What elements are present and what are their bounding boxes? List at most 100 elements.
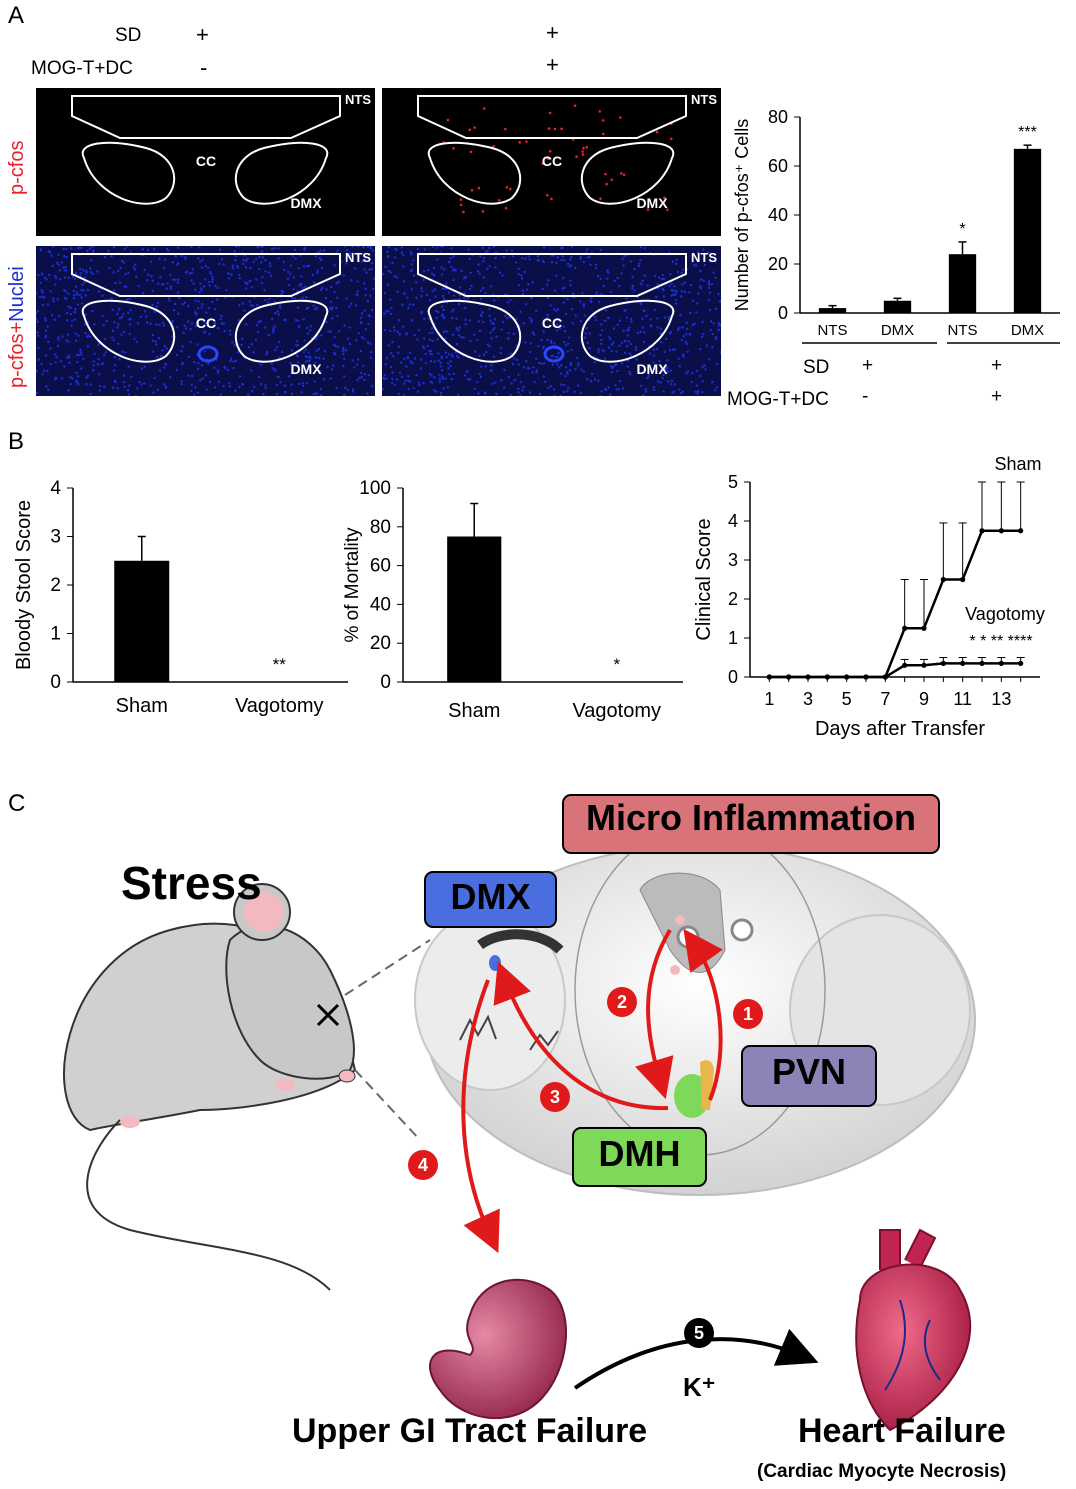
- chart-a-g1-sd: +: [862, 355, 874, 376]
- cc-label: CC: [196, 153, 216, 169]
- category-label: Vagotomy: [235, 695, 324, 717]
- bar-0: [447, 536, 502, 682]
- y-tick-label: 2: [728, 589, 738, 609]
- chart-a-g2-mog: +: [991, 386, 1003, 407]
- micro-inflammation-label: Micro Inflammation: [585, 797, 917, 838]
- y-axis-title: Number of p-cfos⁺ Cells: [732, 119, 752, 312]
- dmx-label: DMX: [450, 876, 531, 917]
- step-circles: [408, 987, 763, 1348]
- sd-row-label: SD: [115, 25, 142, 46]
- dmx-box: [424, 871, 557, 928]
- mog-row-label: MOG-T+DC: [31, 58, 133, 79]
- y-tick-label: 1: [728, 628, 738, 648]
- y-tick-label: 2: [50, 575, 61, 596]
- significance-mark: **: [273, 655, 287, 674]
- dmx-right-outline: [234, 141, 329, 205]
- step-number-5: 5: [694, 1323, 704, 1343]
- y-tick-label: 4: [728, 511, 738, 531]
- pcfos-dots: [442, 104, 673, 214]
- significance-mark: ***: [1018, 124, 1037, 141]
- nts-region-outline: [417, 253, 687, 297]
- step-number-2: 2: [617, 992, 627, 1012]
- nuclei-dots: [36, 246, 375, 396]
- nuclei-dots: [382, 246, 721, 396]
- y-tick-label: 1: [50, 624, 61, 645]
- data-point: [766, 674, 772, 680]
- y-tick-label: 80: [370, 517, 391, 538]
- data-point: [921, 662, 927, 668]
- data-point: [979, 660, 985, 666]
- col2-mog-sign: +: [546, 52, 559, 77]
- y-tick-label: 40: [370, 594, 391, 615]
- category-label: DMX: [881, 322, 914, 339]
- x-tick-label: 11: [953, 689, 972, 709]
- data-point: [902, 662, 908, 668]
- y-axis-title: Clinical Score: [693, 518, 715, 640]
- y-tick-label: 60: [370, 556, 391, 577]
- cc-label: CC: [542, 153, 562, 169]
- data-point: [998, 660, 1004, 666]
- arrow-1: [683, 928, 723, 1101]
- mouse-illustration: [63, 883, 357, 1291]
- y-tick-label: 0: [50, 672, 61, 693]
- y-tick-label: 20: [768, 254, 788, 274]
- x-tick-label: 5: [842, 689, 852, 709]
- y-tick-label: 100: [359, 478, 391, 499]
- micro-inflammation-box: [562, 794, 940, 854]
- row2-label: p-cfos+Nuclei: [6, 266, 29, 388]
- x-tick-label: 13: [991, 689, 1011, 709]
- chart-a-sd-label: SD: [803, 357, 830, 378]
- category-label: DMX: [1011, 322, 1044, 339]
- arrow-3: [493, 961, 669, 1111]
- data-point: [979, 528, 985, 534]
- dmx-label: DMX: [290, 361, 322, 377]
- data-point: [902, 625, 908, 631]
- step-number-4: 4: [418, 1155, 428, 1175]
- dmx-label: DMX: [636, 195, 668, 211]
- data-point: [940, 576, 946, 583]
- dmx-left-outline: [81, 141, 176, 205]
- central-canal-ring: [197, 345, 219, 363]
- data-point: [1018, 528, 1024, 534]
- y-tick-label: 3: [50, 527, 61, 548]
- bar-3: [1013, 148, 1042, 313]
- bar-0: [818, 308, 847, 313]
- dmx-left-outline: [427, 141, 522, 205]
- row2-label-red: p-cfos+: [6, 321, 28, 388]
- data-point: [921, 625, 927, 631]
- y-tick-label: 0: [778, 303, 788, 323]
- stress-label: Stress: [121, 857, 262, 909]
- category-label: Sham: [116, 695, 168, 717]
- col2-sd-sign: +: [546, 20, 559, 45]
- nts-region-outline: [71, 95, 341, 139]
- x-tick-label: 1: [764, 689, 774, 709]
- dmx-left-outline: [81, 299, 176, 363]
- potassium-label: K⁺: [683, 1372, 716, 1402]
- zoom-line-top: [344, 939, 431, 996]
- data-point: [960, 576, 966, 583]
- data-point: [882, 674, 888, 680]
- data-point: [998, 528, 1004, 534]
- central-canal-ring: [543, 345, 565, 363]
- nts-label: NTS: [691, 250, 717, 265]
- category-label: NTS: [818, 322, 848, 339]
- bar-0: [114, 560, 170, 682]
- panel-letter-c: C: [8, 790, 26, 817]
- arrow-4: [461, 979, 500, 1254]
- nts-label: NTS: [691, 92, 717, 107]
- gi-failure-label: Upper GI Tract Failure: [292, 1412, 648, 1450]
- y-tick-label: 40: [768, 205, 788, 225]
- x-axis-title: Days after Transfer: [815, 718, 985, 740]
- dmh-box: [572, 1127, 707, 1187]
- data-point: [1018, 660, 1024, 666]
- data-point: [863, 674, 869, 680]
- nts-region-outline: [71, 253, 341, 297]
- col1-mog-sign: -: [200, 55, 208, 80]
- stomach-illustration: [429, 1278, 567, 1420]
